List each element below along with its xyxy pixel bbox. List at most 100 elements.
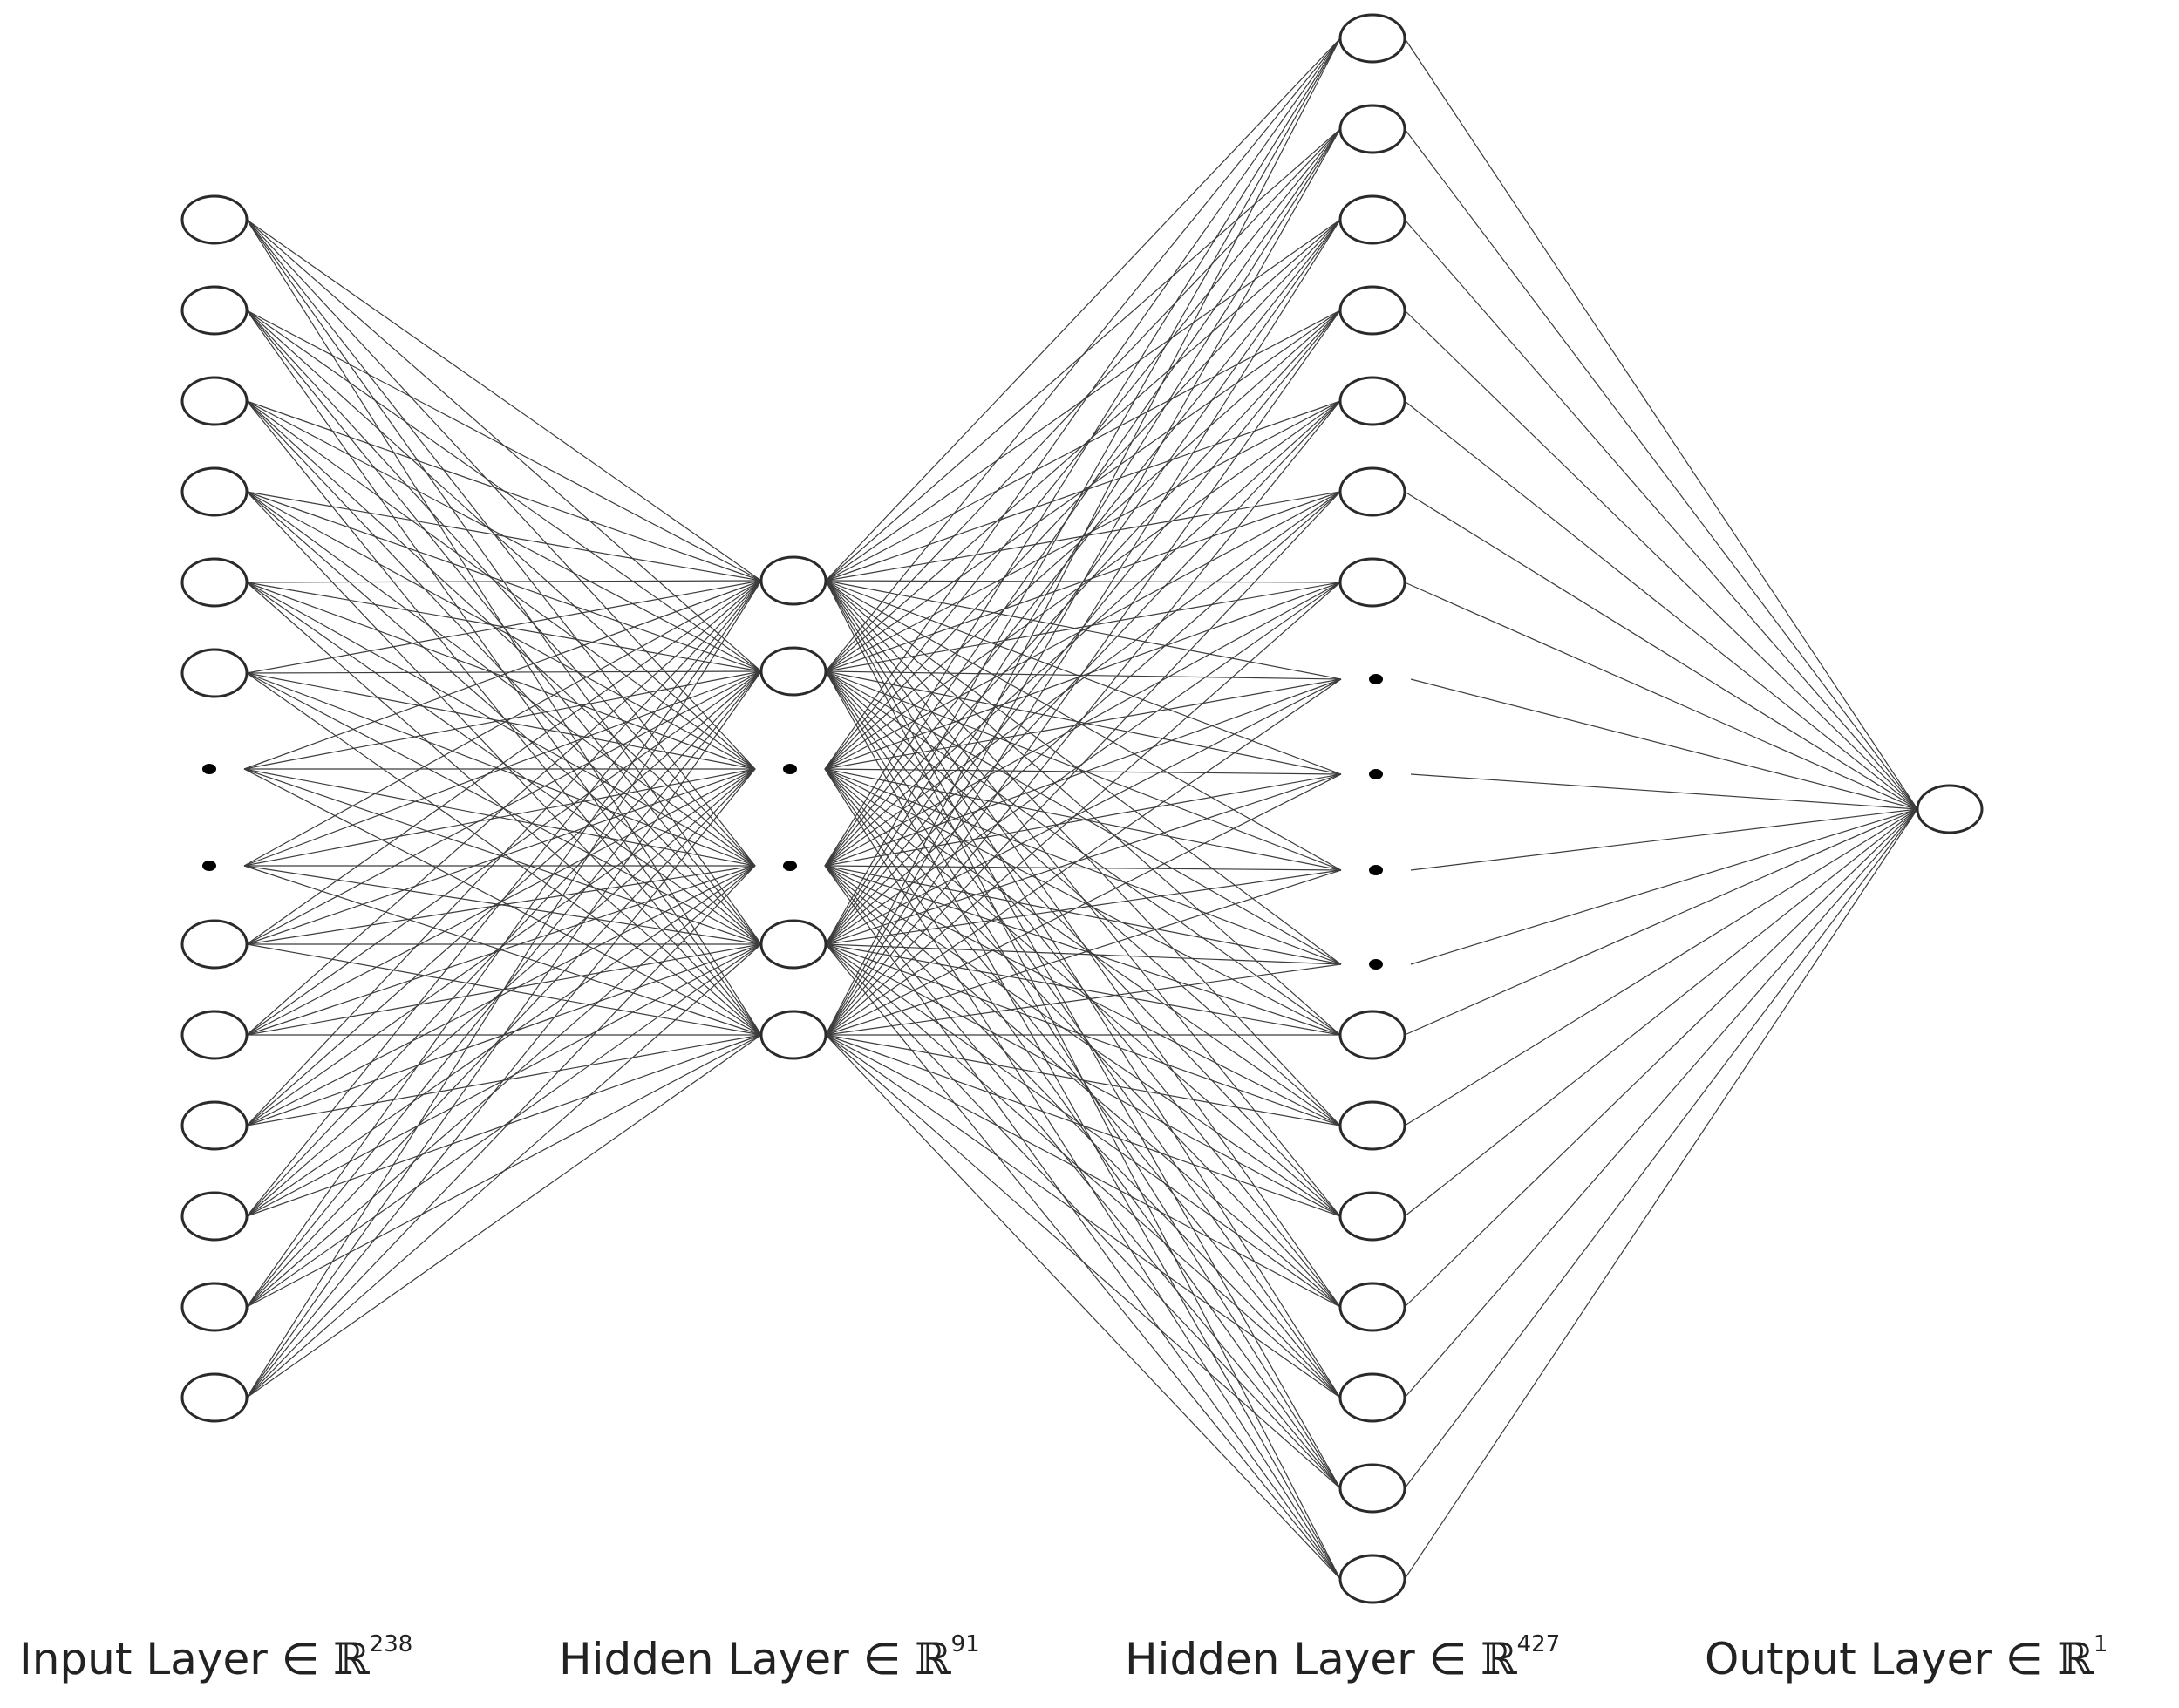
connection-edge <box>1404 582 1918 810</box>
hidden2-node <box>1338 13 1406 64</box>
connection-edge <box>243 865 762 945</box>
connection-edge <box>825 1034 1341 1217</box>
connection-edge <box>246 491 756 867</box>
connection-edge <box>825 37 1341 1036</box>
connection-edge <box>825 37 1341 582</box>
connection-edge <box>246 400 756 867</box>
connection-edge <box>1404 400 1918 810</box>
connection-edge <box>824 491 1341 770</box>
hidden1-node <box>759 646 827 697</box>
hidden2-node <box>1338 466 1406 517</box>
hidden2-node <box>1338 376 1406 426</box>
connection-edge <box>246 865 756 1036</box>
connection-edge <box>825 580 1342 871</box>
connection-edge <box>824 37 1341 867</box>
hidden2-node <box>1338 1282 1406 1332</box>
connection-edge <box>1410 678 1918 810</box>
connection-edge <box>825 37 1341 945</box>
connection-edge <box>1404 310 1918 810</box>
connection-edge <box>825 943 1341 1036</box>
connection-edge <box>246 672 762 945</box>
input-node <box>180 557 249 608</box>
connection-edge <box>246 310 756 770</box>
connection-edge <box>824 310 1341 867</box>
connection-edge <box>825 582 1341 1036</box>
connection-edge <box>1404 808 1918 1036</box>
connection-edge <box>824 768 1341 1217</box>
connection-edge <box>246 310 756 867</box>
input-ellipsis-dot <box>202 764 216 774</box>
connection-edge <box>825 678 1342 1036</box>
input-node <box>180 466 249 517</box>
connection-edge <box>243 580 762 770</box>
connection-edge <box>824 219 1341 770</box>
connection-edge <box>824 773 1342 867</box>
input-node <box>180 1372 249 1423</box>
connection-edge <box>824 865 1341 1398</box>
network-nodes <box>178 13 1984 1604</box>
hidden2-node <box>1338 1372 1406 1423</box>
connection-edge <box>825 670 1342 871</box>
hidden-layer-2-caption: Hidden Layer ∈ ℝ427 <box>1125 1629 1560 1690</box>
connection-edge <box>824 37 1341 770</box>
connection-edge <box>824 865 1341 1580</box>
connection-edge <box>825 400 1341 1036</box>
connection-edge <box>246 943 762 1308</box>
input-node <box>180 376 249 426</box>
connection-edge <box>1404 219 1918 810</box>
output-node <box>1916 784 1984 834</box>
connection-edge <box>825 670 1342 965</box>
hidden2-node <box>1338 1191 1406 1242</box>
output-layer-space-symbol: ℝ <box>2057 1634 2094 1684</box>
input-node <box>180 194 249 245</box>
connection-edge <box>824 678 1342 867</box>
input-layer-caption: Input Layer ∈ ℝ238 <box>19 1629 412 1690</box>
connection-edge <box>825 869 1342 945</box>
connection-edge <box>1404 808 1918 1217</box>
connection-edge <box>825 773 1342 945</box>
connection-edge <box>824 865 1341 1036</box>
input-ellipsis-dot <box>202 861 216 871</box>
hidden2-node <box>1338 194 1406 245</box>
connection-edge <box>246 491 762 582</box>
connection-edge <box>825 219 1341 1036</box>
connection-edge <box>1410 808 1918 871</box>
connection-edge <box>243 670 762 770</box>
connection-edge <box>246 580 762 1308</box>
connection-edge <box>824 865 1341 1308</box>
hidden-layer-1-dimension: 91 <box>950 1631 980 1657</box>
connection-edge <box>825 219 1341 672</box>
connection-edge <box>825 869 1342 1036</box>
connection-edge <box>243 768 762 1036</box>
input-layer-label: Input Layer ∈ <box>19 1634 334 1684</box>
hidden-layer-1-caption: Hidden Layer ∈ ℝ91 <box>559 1629 980 1690</box>
connection-edge <box>246 865 756 1217</box>
connection-edge <box>1404 808 1918 1126</box>
input-node <box>180 1191 249 1242</box>
input-node <box>180 648 249 698</box>
connection-edge <box>825 773 1342 1036</box>
connection-edge <box>246 580 762 1036</box>
connection-edge <box>824 128 1341 867</box>
connection-edge <box>825 670 1341 1036</box>
connection-edge <box>824 582 1341 867</box>
connection-edge <box>824 310 1341 770</box>
connection-edge <box>246 582 762 945</box>
connection-edge <box>824 768 1341 1489</box>
input-node <box>180 1010 249 1060</box>
connection-edge <box>246 672 756 770</box>
connection-edge <box>246 943 762 1398</box>
connection-edge <box>246 310 762 582</box>
hidden-layer-2-space-symbol: ℝ <box>1481 1634 1517 1684</box>
connection-edge <box>1404 37 1918 810</box>
output-layer-label: Output Layer ∈ <box>1705 1634 2058 1684</box>
hidden2-node <box>1338 1100 1406 1151</box>
connection-edge <box>825 678 1342 945</box>
connection-edge <box>824 768 1341 1036</box>
connection-edge <box>824 865 1342 965</box>
hidden-layer-1-space-symbol: ℝ <box>915 1634 951 1684</box>
connection-edge <box>246 580 762 945</box>
connection-edge <box>246 580 762 1126</box>
hidden-layer-2-label: Hidden Layer ∈ <box>1125 1634 1481 1684</box>
connection-edge <box>246 865 756 1398</box>
